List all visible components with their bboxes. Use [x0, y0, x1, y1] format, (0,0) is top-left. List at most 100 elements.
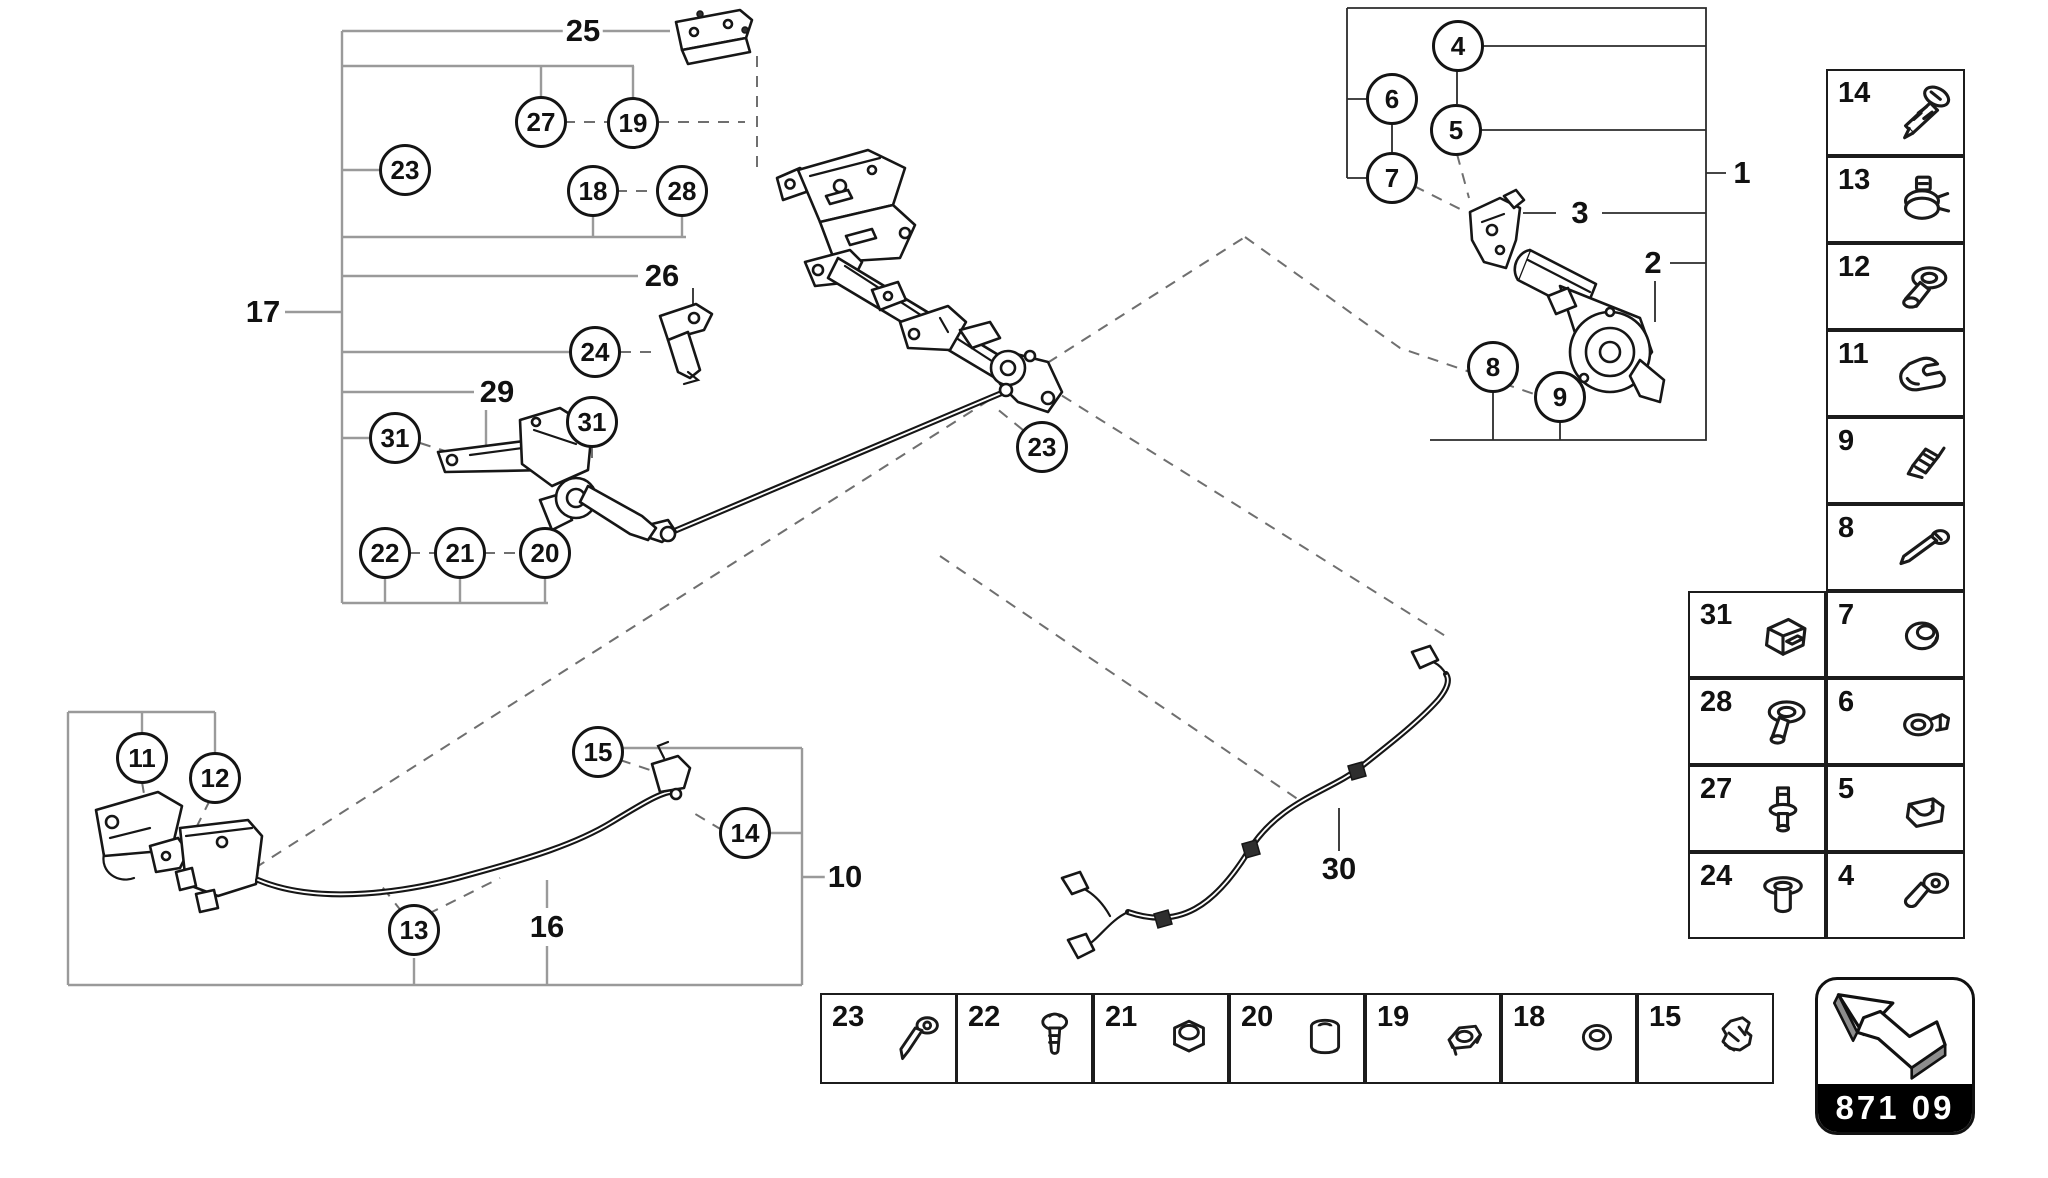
parts-table-cell-31[interactable]: 31	[1688, 591, 1826, 678]
callout-7[interactable]: 7	[1366, 152, 1418, 204]
callout-21[interactable]: 21	[434, 527, 486, 579]
callout-15[interactable]: 15	[572, 726, 624, 778]
ring-clamp-icon	[1903, 712, 1951, 736]
spacer-bushing-icon	[1309, 1018, 1341, 1054]
hose-30-drawing	[1060, 644, 1451, 960]
cable-clamp-icon	[1906, 446, 1946, 479]
callout-27[interactable]: 27	[515, 96, 567, 148]
group-10-box	[66, 710, 826, 987]
parts-table-cell-6[interactable]: 6	[1826, 678, 1965, 765]
tapping-screw-icon	[1903, 85, 1951, 139]
part-25-hinge-drawing	[674, 8, 754, 66]
cell-number: 24	[1700, 860, 1733, 892]
parts-table-cell-14[interactable]: 14	[1826, 69, 1965, 156]
callout-6[interactable]: 6	[1366, 73, 1418, 125]
parts-table-cell-7[interactable]: 7	[1826, 591, 1965, 678]
parts-table-cell-13[interactable]: 13	[1826, 156, 1965, 243]
parts-table-cell-4[interactable]: 4	[1826, 852, 1965, 939]
cell-number: 23	[832, 1001, 865, 1033]
parts-table-cell-9[interactable]: 9	[1826, 417, 1965, 504]
callout-8[interactable]: 8	[1467, 341, 1519, 393]
callout-20[interactable]: 20	[519, 527, 571, 579]
cell-number: 15	[1649, 1001, 1682, 1033]
group-17-bracket	[285, 29, 686, 605]
flange-nut-icon	[1447, 1024, 1482, 1056]
fastener-cell-18[interactable]: 18	[1501, 993, 1637, 1084]
label-29: 29	[476, 374, 518, 410]
page-back-arrow-icon	[1832, 993, 1947, 1080]
fastener-cell-15[interactable]: 15	[1637, 993, 1774, 1084]
cell-number: 28	[1700, 686, 1733, 718]
callout-31-a[interactable]: 31	[369, 412, 421, 464]
callout-23-a[interactable]: 23	[379, 144, 431, 196]
part-3-bracket-drawing	[1468, 188, 1526, 270]
cell-number: 4	[1838, 860, 1855, 892]
washer-ring-icon	[1581, 1023, 1613, 1051]
cell-number: 8	[1838, 512, 1855, 544]
hex-nut-icon	[1173, 1019, 1205, 1052]
cell-number: 7	[1838, 599, 1855, 631]
part-2-motor-drawing	[1513, 248, 1666, 404]
callout-24[interactable]: 24	[569, 326, 621, 378]
pivot-cluster-drawing	[436, 406, 677, 543]
cell-number: 9	[1838, 425, 1855, 457]
callout-12[interactable]: 12	[189, 752, 241, 804]
parts-table-cell-8[interactable]: 8	[1826, 504, 1965, 591]
callout-14[interactable]: 14	[719, 807, 771, 859]
fastener-cell-20[interactable]: 20	[1229, 993, 1365, 1084]
fastener-cell-22[interactable]: 22	[956, 993, 1093, 1084]
cell-number: 11	[1838, 338, 1869, 370]
callout-9[interactable]: 9	[1534, 371, 1586, 423]
cell-number: 6	[1838, 686, 1855, 718]
cell-number: 13	[1838, 164, 1871, 196]
callout-19[interactable]: 19	[607, 97, 659, 149]
parts-table-cell-28[interactable]: 28	[1688, 678, 1826, 765]
frame-assembly-drawing	[775, 148, 1064, 414]
fastener-cell-21[interactable]: 21	[1093, 993, 1229, 1084]
cell-number: 14	[1838, 77, 1871, 109]
label-3: 3	[1568, 195, 1592, 231]
cell-number: 22	[968, 1001, 1001, 1033]
cell-number: 20	[1241, 1001, 1274, 1033]
page-code-text: 871 09	[1818, 1084, 1972, 1132]
group-1-box	[1346, 7, 1726, 441]
parts-table-cell-24[interactable]: 24	[1688, 852, 1826, 939]
callout-5[interactable]: 5	[1430, 104, 1482, 156]
callout-11[interactable]: 11	[116, 732, 168, 784]
pan-screw-icon	[1903, 872, 1950, 908]
page-code-badge[interactable]: 871 09	[1815, 977, 1975, 1135]
callout-28[interactable]: 28	[656, 165, 708, 217]
callout-23-b[interactable]: 23	[1016, 421, 1068, 473]
flange-rivet-icon	[1763, 875, 1803, 913]
label-17: 17	[242, 294, 284, 330]
callout-4[interactable]: 4	[1432, 20, 1484, 72]
stud-pin-icon	[1768, 785, 1798, 832]
cell-number: 5	[1838, 773, 1855, 805]
fastener-cell-19[interactable]: 19	[1365, 993, 1501, 1084]
callout-13[interactable]: 13	[388, 904, 440, 956]
label-25: 25	[562, 13, 604, 49]
fastener-cell-23[interactable]: 23	[820, 993, 957, 1084]
parts-table-cell-12[interactable]: 12	[1826, 243, 1965, 330]
clip-nut-icon	[1905, 796, 1945, 828]
label-2: 2	[1641, 245, 1665, 281]
cube-nut-icon	[1764, 617, 1807, 656]
callout-22[interactable]: 22	[359, 527, 411, 579]
parts-table-cell-5[interactable]: 5	[1826, 765, 1965, 852]
hex-screw-icon	[899, 1015, 939, 1060]
label-26: 26	[641, 258, 683, 294]
cell-number: 12	[1838, 251, 1871, 283]
cell-number: 19	[1377, 1001, 1410, 1033]
callout-18[interactable]: 18	[567, 165, 619, 217]
shoulder-bolt-icon	[1902, 265, 1948, 309]
grommet-screw-icon	[1903, 175, 1951, 220]
callout-31-b[interactable]: 31	[566, 396, 618, 448]
label-16: 16	[526, 909, 568, 945]
cell-number: 31	[1700, 599, 1733, 631]
grommet-ring-icon	[1904, 621, 1940, 650]
parts-table-cell-27[interactable]: 27	[1688, 765, 1826, 852]
part-26-bracket-drawing	[658, 288, 714, 386]
parts-table-cell-11[interactable]: 11	[1826, 330, 1965, 417]
